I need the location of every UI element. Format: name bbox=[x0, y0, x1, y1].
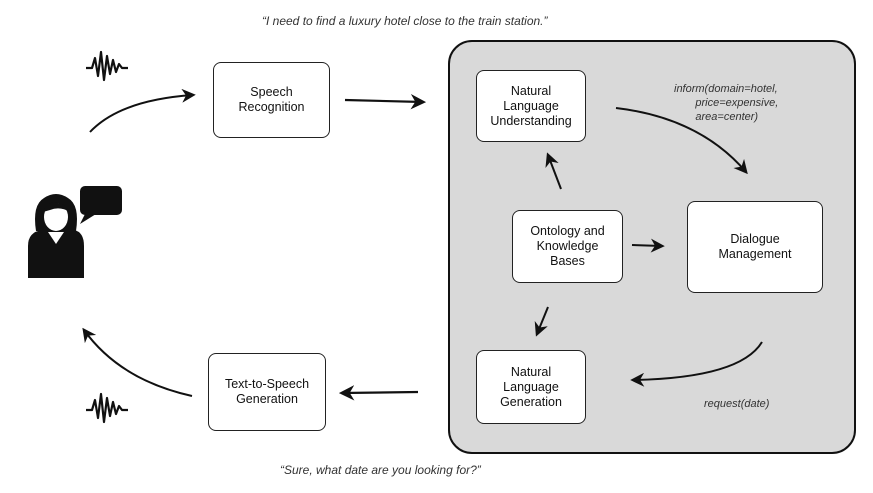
user-speaking-icon bbox=[28, 194, 84, 278]
nlg-box: Natural Language Generation bbox=[476, 350, 586, 424]
user-utterance-quote: “I need to find a luxury hotel close to … bbox=[262, 14, 548, 28]
arrow-ontology-to-nlu bbox=[545, 152, 562, 190]
arrow-user-to-asr bbox=[89, 88, 196, 133]
waveform-icon bbox=[86, 392, 128, 424]
dialogue-management-box: Dialogue Management bbox=[687, 201, 823, 293]
arrow-nlg-to-tts bbox=[338, 385, 419, 401]
arrow-ontology-to-dm bbox=[631, 238, 665, 253]
waveform-icon bbox=[86, 50, 128, 82]
arrow-ontology-to-nlg bbox=[534, 306, 549, 337]
speech-recognition-box: Speech Recognition bbox=[213, 62, 330, 138]
inform-dialogue-act: inform(domain=hotel, price=expensive, ar… bbox=[674, 83, 779, 123]
nlu-box: Natural Language Understanding bbox=[476, 70, 586, 142]
speech-bubble-icon bbox=[80, 186, 122, 224]
ontology-box: Ontology and Knowledge Bases bbox=[512, 210, 623, 283]
system-response-quote: “Sure, what date are you looking for?” bbox=[280, 463, 481, 477]
arrow-dm-to-nlg bbox=[630, 341, 763, 387]
arrow-tts-to-user bbox=[82, 327, 193, 397]
arrow-nlu-to-dm bbox=[615, 107, 748, 175]
arrow-asr-to-nlu bbox=[344, 93, 427, 110]
request-dialogue-act: request(date) bbox=[704, 398, 770, 410]
tts-box: Text-to-Speech Generation bbox=[208, 353, 326, 431]
